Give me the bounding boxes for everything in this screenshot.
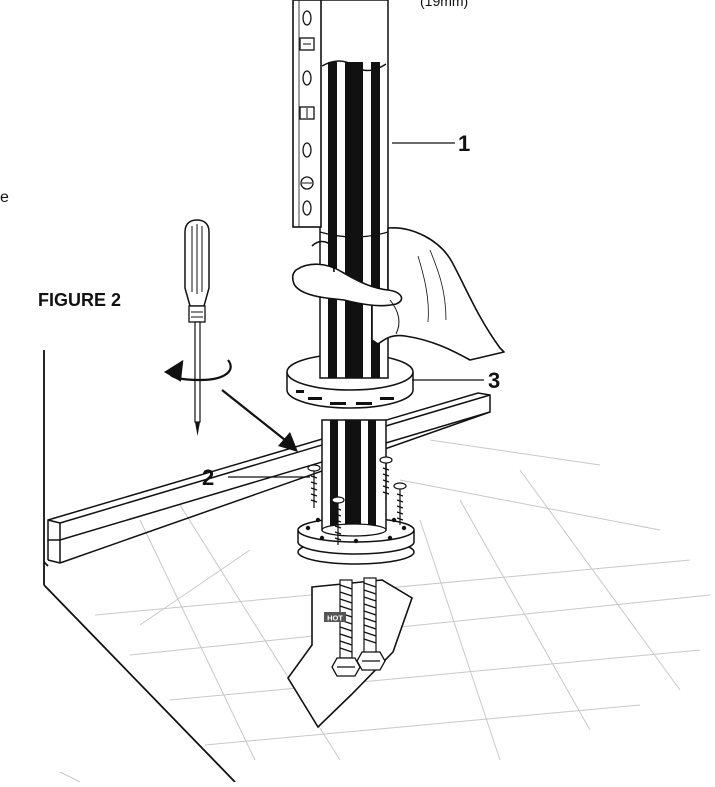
floor-tile-grid (59, 439, 711, 783)
right-hand (291, 227, 505, 361)
callout-1: 1 (458, 131, 470, 156)
screwdriver-icon (184, 219, 210, 436)
floor-cutout: HOT (287, 577, 413, 729)
callout-leaders (228, 142, 484, 478)
rotation-arrow-icon (163, 359, 232, 382)
baseboard (47, 392, 491, 564)
lower-column (321, 419, 387, 537)
hot-label-tag (324, 612, 346, 622)
screw (379, 456, 393, 500)
spirit-level (292, 0, 322, 228)
direction-arrow-icon (221, 389, 298, 452)
edge-fragment: e (0, 189, 9, 206)
hot-label: HOT (327, 614, 343, 623)
hex-nut-left (331, 657, 361, 677)
hex-nut-right (356, 651, 386, 671)
screw (331, 496, 345, 545)
top-note: (19mm) (420, 0, 468, 9)
callout-3: 3 (488, 368, 500, 393)
mounting-screws (307, 456, 407, 545)
figure-title: FIGURE 2 (38, 290, 121, 310)
supply-hose-right (363, 577, 377, 655)
wall-outline (43, 350, 236, 783)
screw (307, 464, 321, 508)
screw (393, 482, 407, 525)
callout-2: 2 (202, 465, 214, 490)
